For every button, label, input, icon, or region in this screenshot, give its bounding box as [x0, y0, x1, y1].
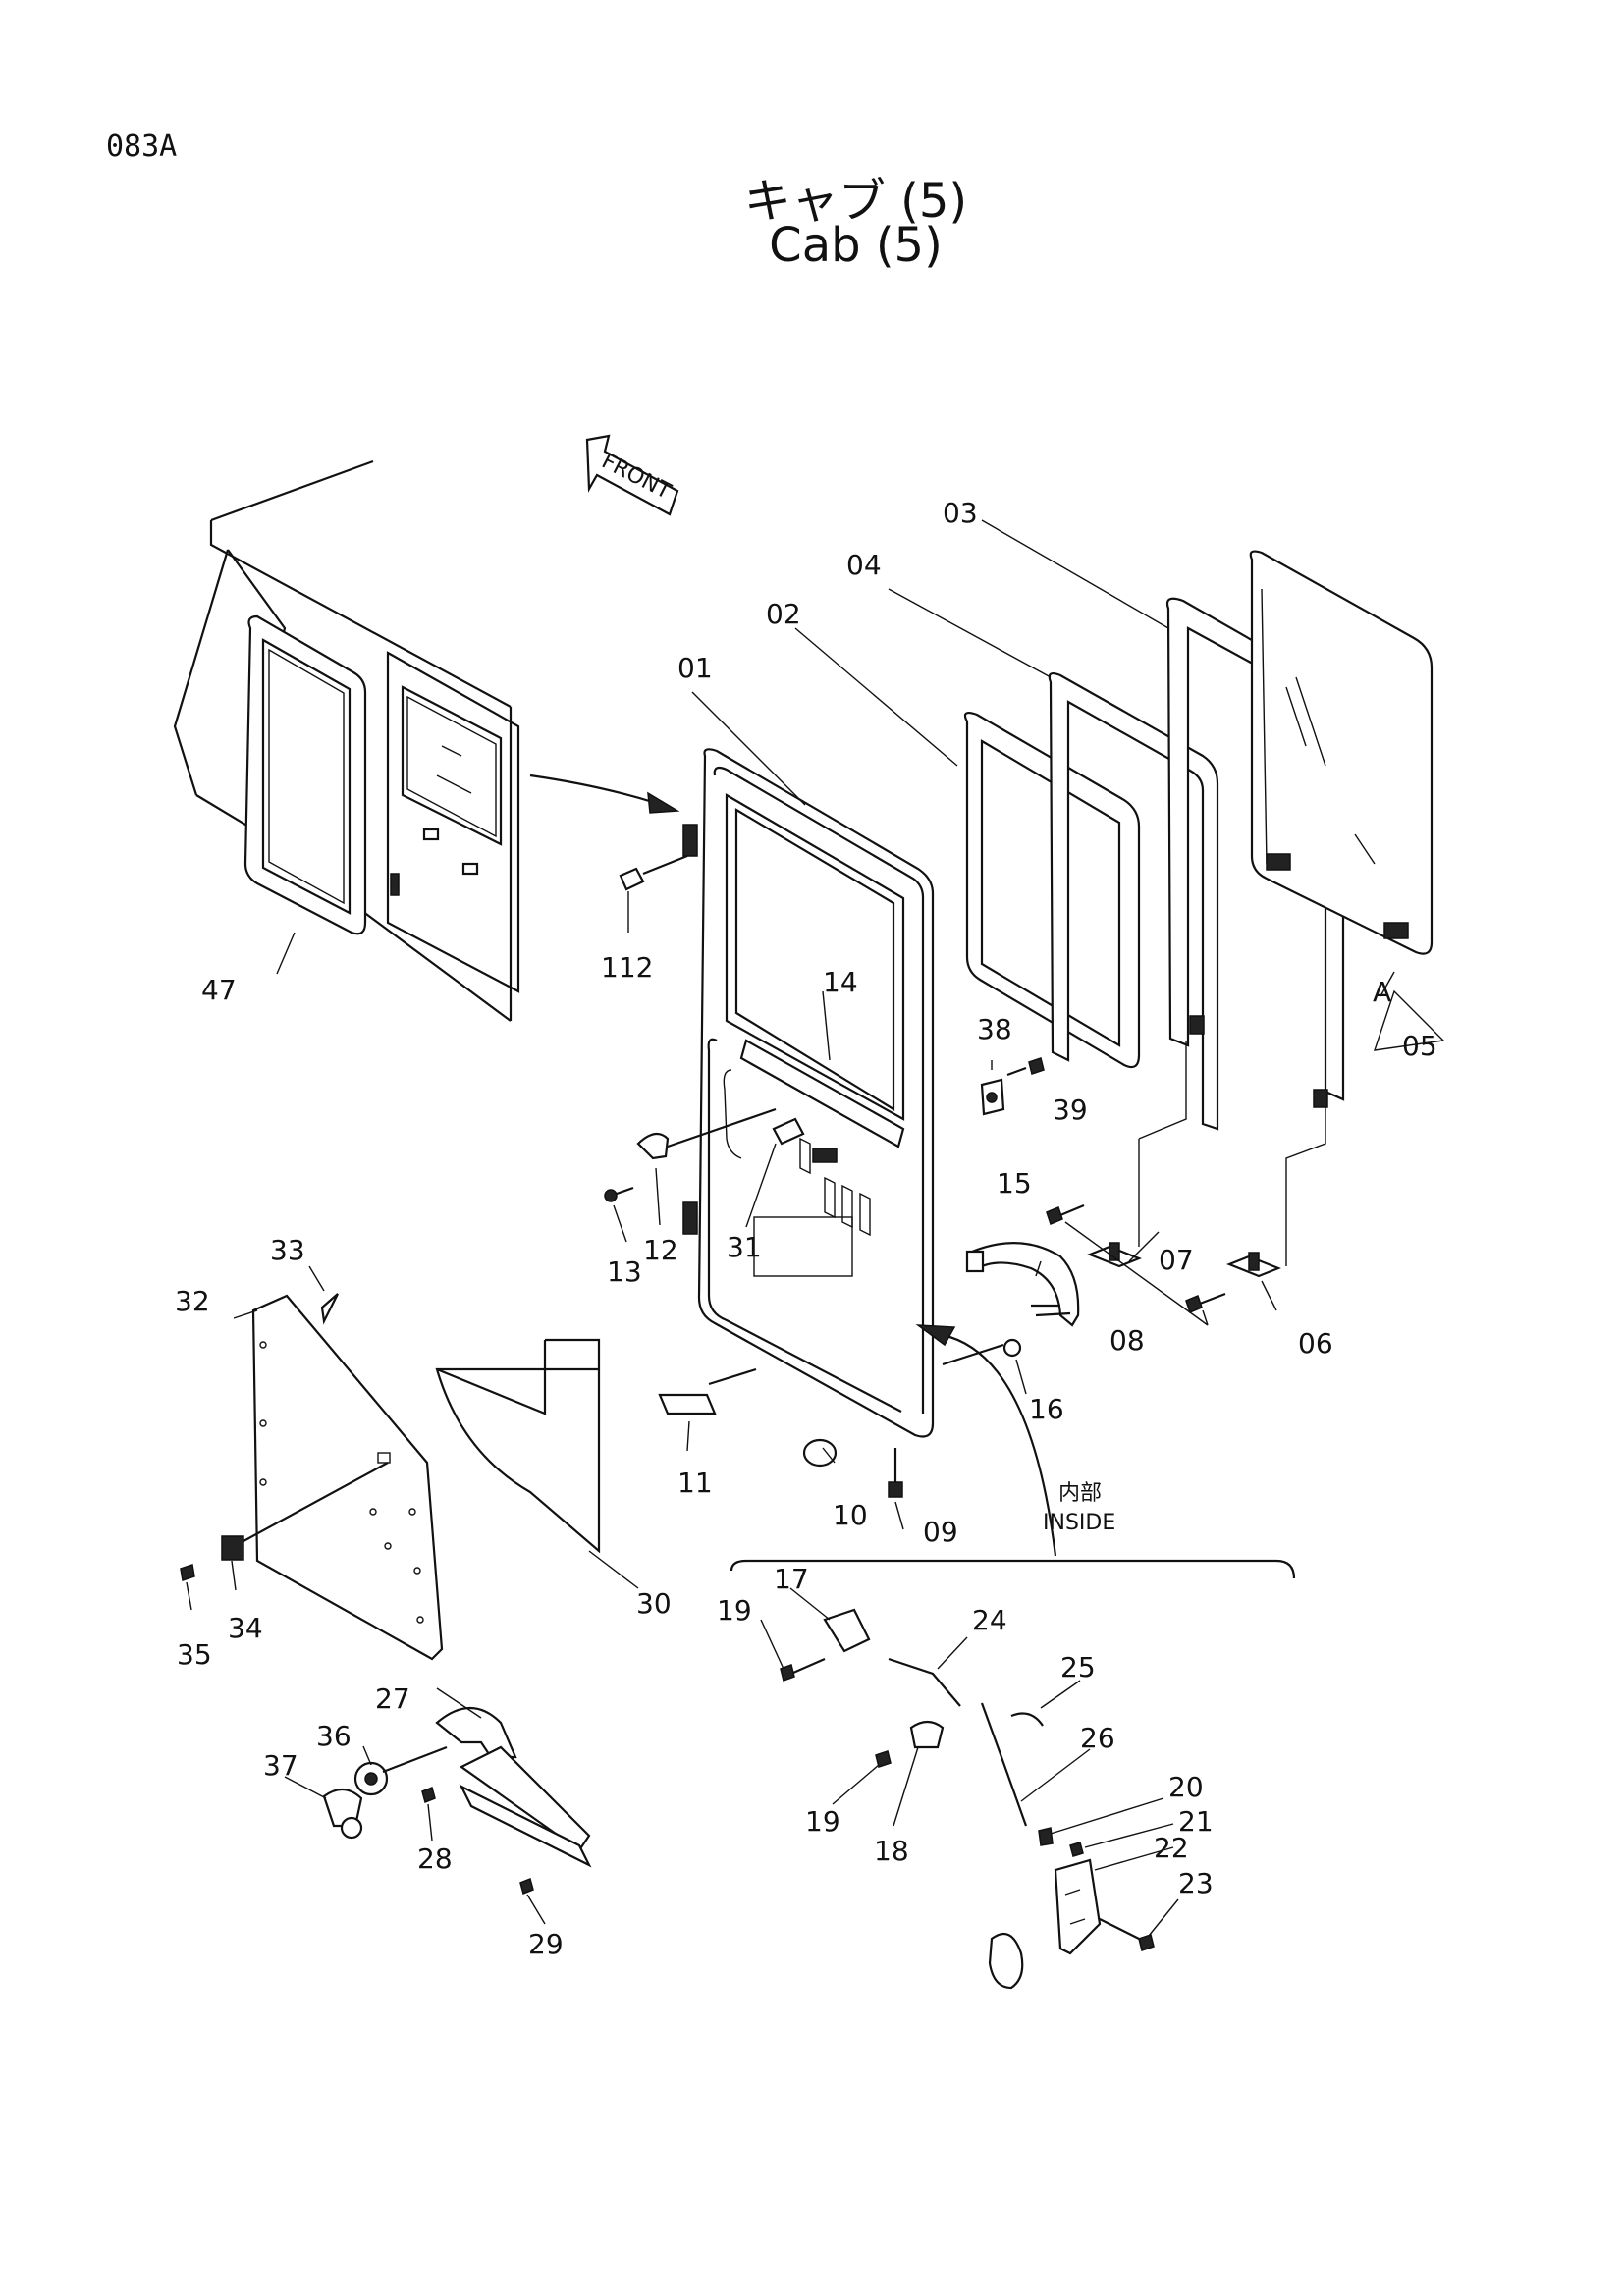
callout-04: 04 — [846, 549, 882, 581]
callout-17: 17 — [774, 1563, 809, 1595]
leader-lines — [186, 519, 1445, 1937]
callout-29: 29 — [528, 1928, 564, 1960]
callout-35: 35 — [177, 1638, 212, 1671]
callout-13: 13 — [607, 1255, 642, 1288]
callout-36: 36 — [316, 1720, 352, 1752]
callout-19b: 19 — [805, 1805, 840, 1838]
callout-10: 10 — [833, 1499, 868, 1531]
callout-26: 26 — [1080, 1722, 1115, 1754]
front-arrow-icon: FRONT — [585, 434, 679, 516]
callout-33: 33 — [270, 1234, 305, 1266]
page-code: 083A — [106, 130, 178, 164]
door-01 — [682, 748, 935, 1438]
callout-15: 15 — [997, 1167, 1032, 1200]
callout-09: 09 — [923, 1516, 958, 1548]
inside-label-jp: 内部 — [1058, 1481, 1102, 1506]
callout-18: 18 — [874, 1835, 909, 1867]
callout-05: 05 — [1402, 1030, 1437, 1062]
callout-21: 21 — [1178, 1805, 1214, 1838]
title-jp: キャブ (5) — [743, 174, 968, 229]
glass-05 — [1249, 550, 1434, 955]
callout-47: 47 — [201, 974, 237, 1006]
frame-04 — [1048, 672, 1219, 1131]
callout-01: 01 — [677, 652, 713, 684]
callout-labels: 01 02 03 04 05 06 07 08 09 10 11 12 13 1… — [175, 497, 1437, 1960]
callout-30: 30 — [636, 1587, 672, 1620]
plate-32 — [251, 1294, 444, 1661]
callout-31: 31 — [727, 1231, 762, 1263]
callout-27: 27 — [375, 1682, 410, 1715]
callout-16: 16 — [1029, 1393, 1064, 1425]
callout-32: 32 — [175, 1285, 210, 1317]
callout-07: 07 — [1159, 1244, 1194, 1276]
callout-28: 28 — [417, 1842, 453, 1875]
callout-39: 39 — [1053, 1094, 1088, 1126]
callout-03: 03 — [943, 497, 978, 529]
callout-a: A — [1373, 976, 1391, 1008]
callout-19a: 19 — [717, 1594, 752, 1627]
callout-37: 37 — [263, 1749, 298, 1782]
callout-23: 23 — [1178, 1867, 1214, 1899]
callout-08: 08 — [1109, 1324, 1145, 1357]
callout-38: 38 — [977, 1013, 1012, 1045]
bracket-07 — [1087, 1041, 1187, 1268]
callout-12: 12 — [643, 1234, 678, 1266]
callout-24: 24 — [972, 1604, 1007, 1636]
callout-112: 112 — [601, 951, 653, 984]
lever-group — [322, 1707, 592, 1896]
callout-11: 11 — [677, 1467, 713, 1499]
bracket-06 — [1226, 1107, 1326, 1278]
title-en: Cab (5) — [769, 218, 943, 273]
inside-detail — [730, 1324, 1296, 1990]
callout-06: 06 — [1298, 1327, 1333, 1360]
callout-14: 14 — [823, 966, 858, 998]
callout-22: 22 — [1154, 1832, 1189, 1864]
callout-02: 02 — [766, 598, 801, 630]
callout-25: 25 — [1060, 1651, 1096, 1683]
cab-body — [173, 459, 520, 1022]
inside-label-en: INSIDE — [1043, 1511, 1115, 1535]
part-15 — [965, 1242, 1080, 1327]
callout-20: 20 — [1168, 1771, 1204, 1803]
callout-34: 34 — [228, 1612, 263, 1644]
